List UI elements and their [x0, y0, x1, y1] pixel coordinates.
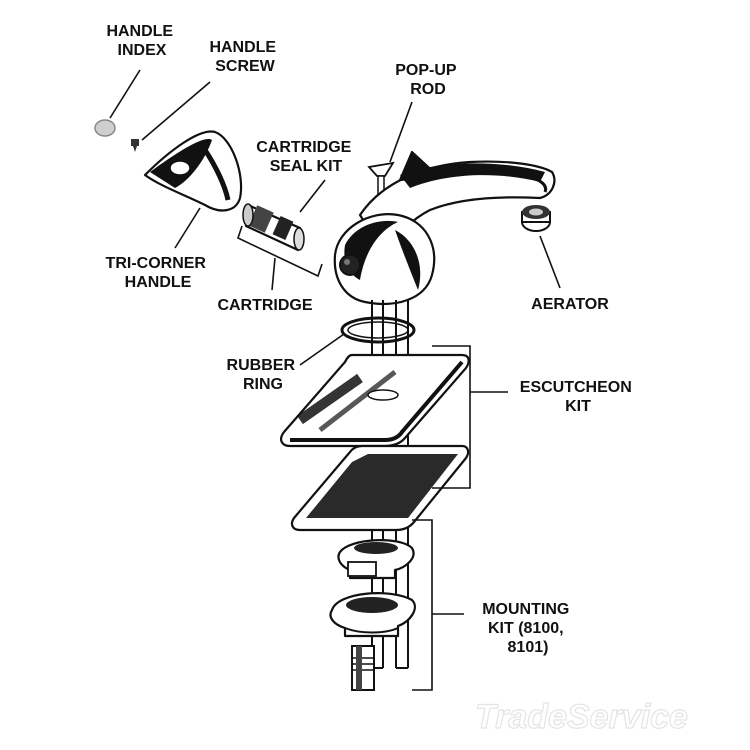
- escutcheon-gasket-part: [290, 444, 470, 532]
- leader-tri-corner-handle: [174, 207, 201, 249]
- label-aerator: AERATOR: [531, 296, 609, 313]
- label-tri-corner-handle: TRI-CORNER HANDLE: [106, 255, 211, 291]
- leader-aerator: [539, 235, 561, 289]
- escutcheon-plate-part: [280, 353, 470, 448]
- rubber-ring-part: [340, 316, 416, 344]
- label-cartridge: CARTRIDGE: [217, 297, 312, 314]
- handle-screw-part: [131, 139, 139, 152]
- watermark: TradeService: [475, 698, 688, 736]
- bracket-cartridge: [237, 225, 323, 278]
- leader-rubber-ring: [299, 333, 345, 366]
- aerator-part: [521, 205, 551, 232]
- leader-cartridge: [271, 257, 276, 291]
- label-rubber-ring: RUBBER RING: [227, 357, 300, 393]
- handle-index-part: [94, 119, 116, 137]
- bracket-mounting-kit: [412, 519, 433, 691]
- cartridge-part: [242, 203, 305, 252]
- tri-corner-handle-part: [143, 130, 243, 212]
- leader-handle-index: [109, 69, 141, 119]
- leader-popup-rod: [389, 101, 413, 163]
- label-handle-index: HANDLE INDEX: [106, 23, 177, 59]
- mounting-nut-lower: [329, 592, 416, 638]
- bracket-escutcheon-kit: [432, 345, 471, 489]
- label-escutcheon-kit: ESCUTCHEON KIT: [520, 379, 636, 415]
- tailpiece-fitting-part: [351, 645, 375, 691]
- label-handle-screw: HANDLE SCREW: [209, 39, 280, 75]
- label-popup-rod: POP-UP ROD: [395, 62, 461, 98]
- mounting-nut-upper: [337, 539, 415, 580]
- label-cartridge-seal-kit: CARTRIDGE SEAL KIT: [256, 139, 356, 175]
- leader-handle-screw: [141, 81, 211, 141]
- leader-cartridge-seal-kit: [299, 179, 326, 213]
- faucet-body-part: [333, 150, 556, 305]
- label-mounting-kit: MOUNTING KIT (8100, 8101): [482, 601, 574, 656]
